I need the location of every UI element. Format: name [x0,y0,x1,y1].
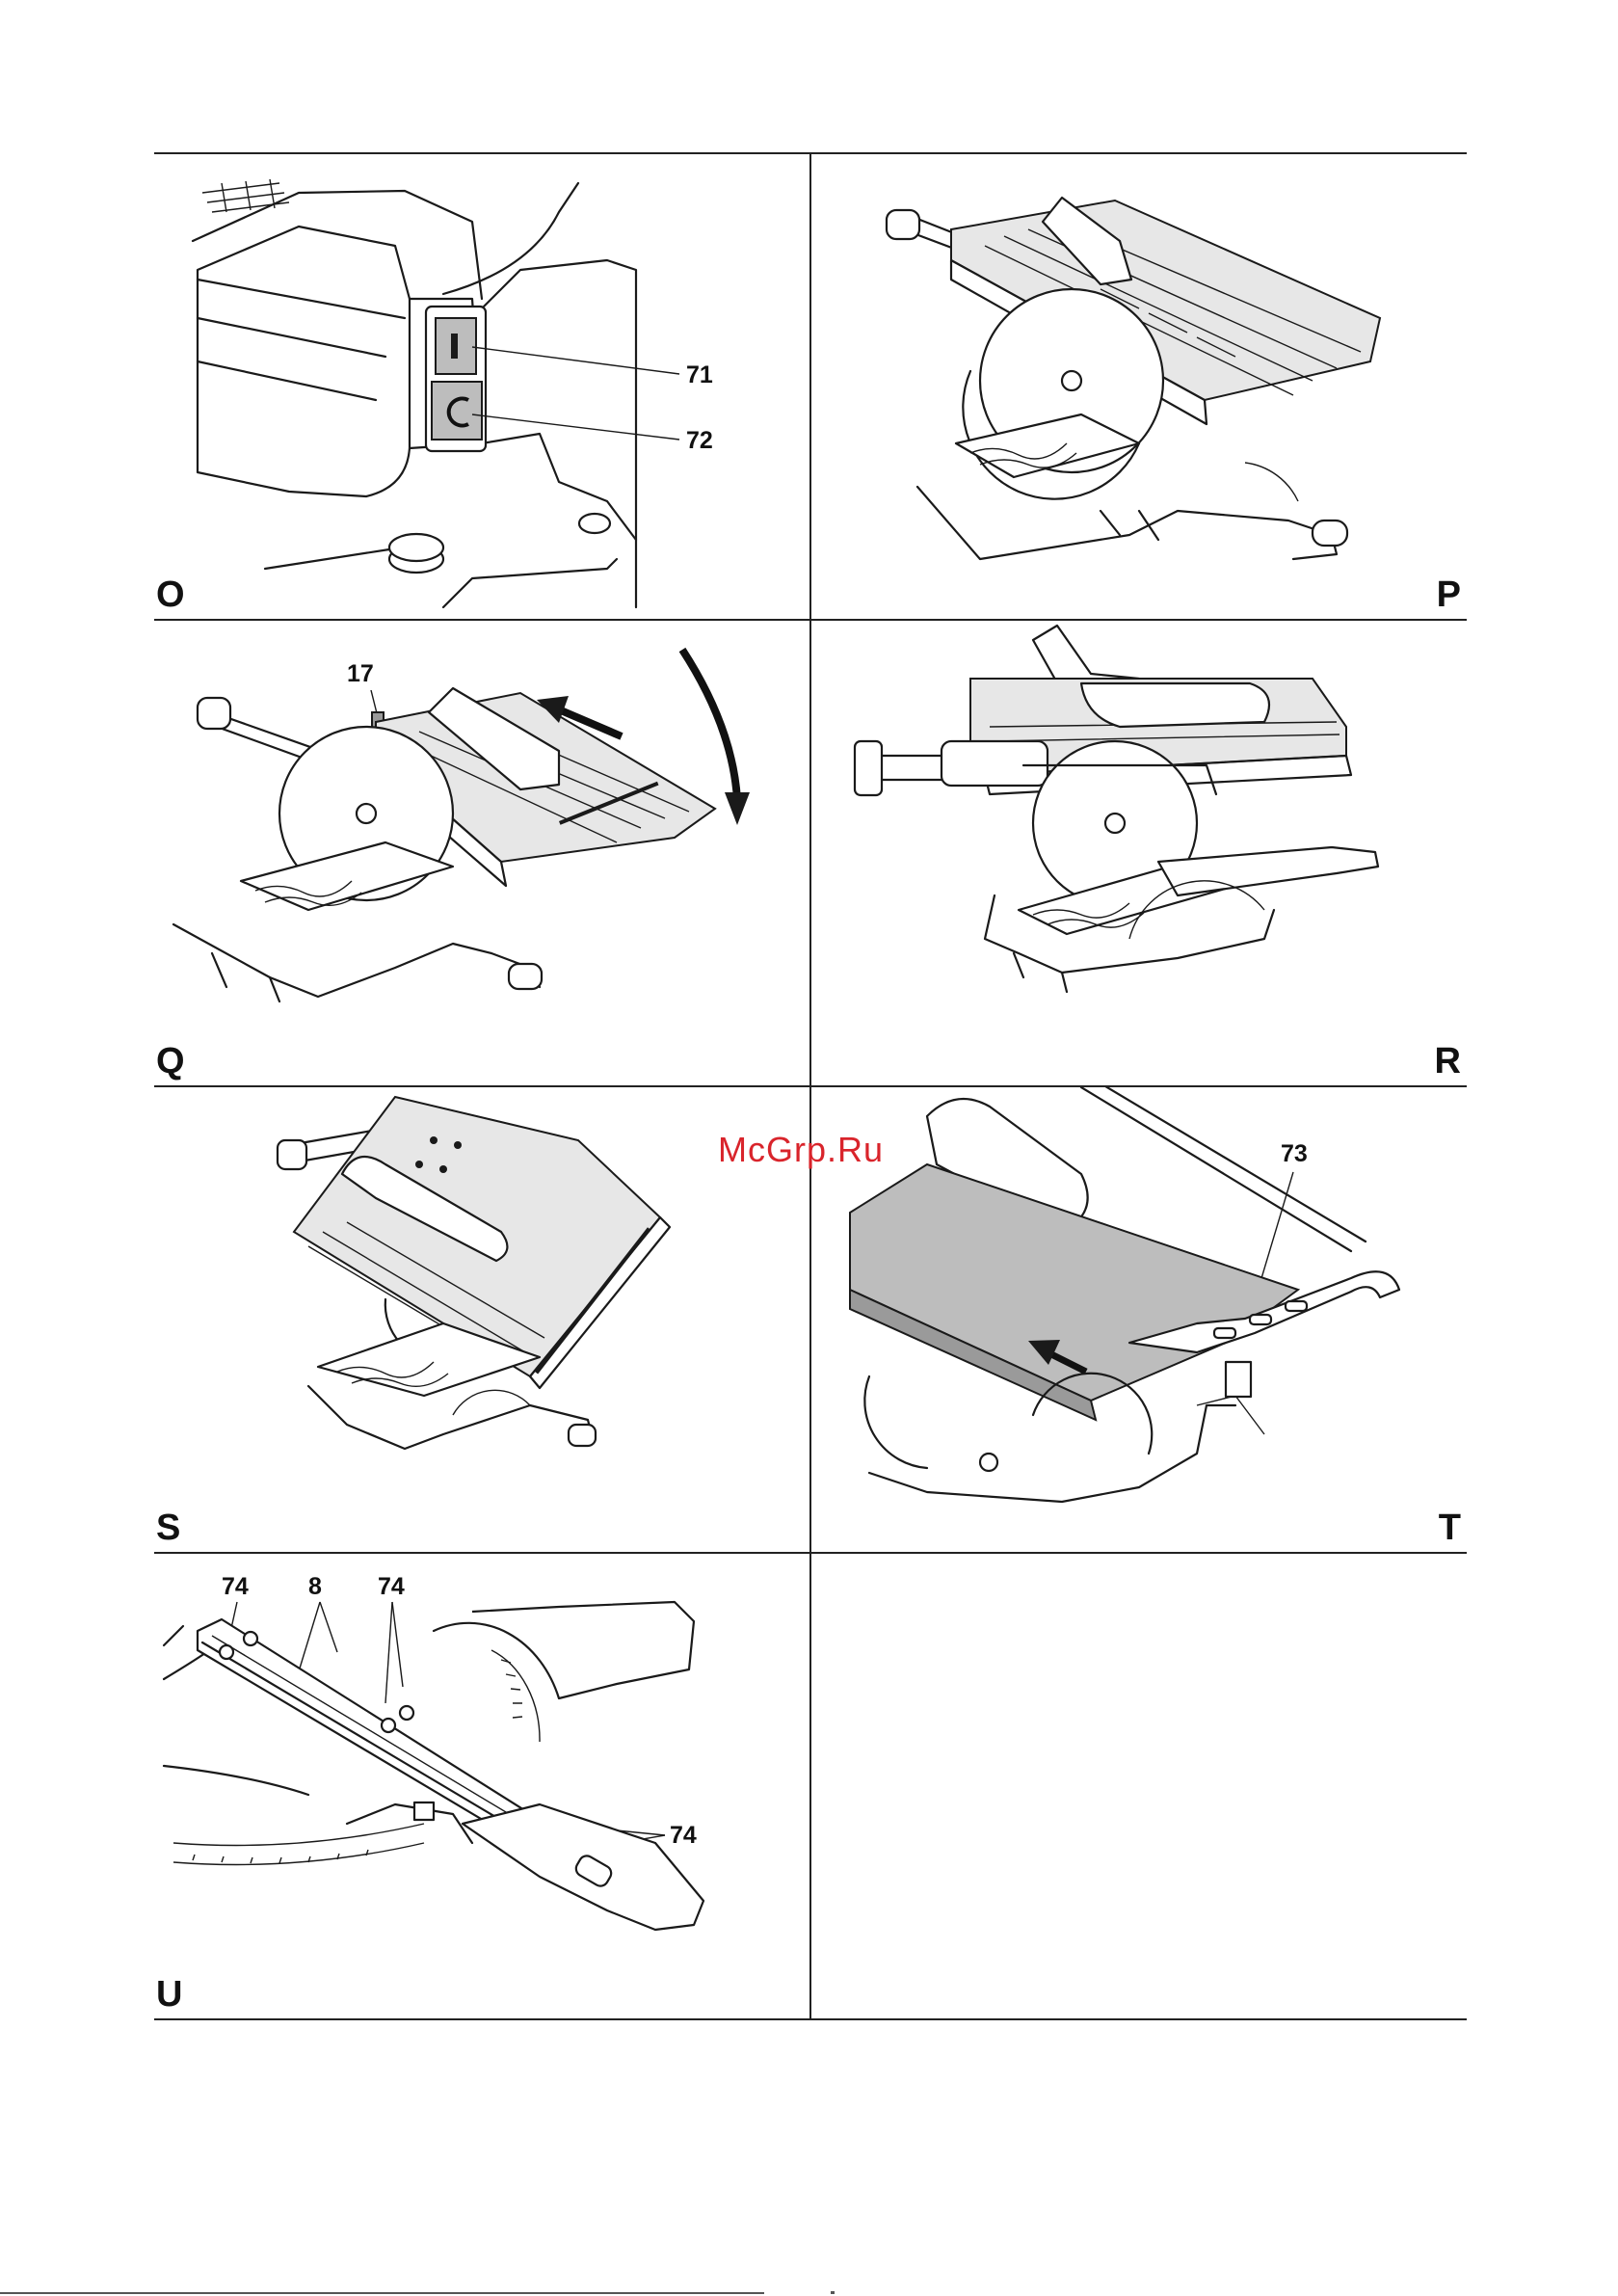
figure-letter-p: P [1437,576,1461,613]
callout-8: 8 [308,1573,322,1600]
callout-74-b: 74 [378,1573,405,1600]
panel-q: 17 [154,621,809,1087]
panel-r: R [811,621,1467,1087]
callout-71: 71 [686,361,713,388]
figure-letter-o: O [156,576,185,613]
figure-letter-s: S [156,1509,180,1546]
figure-saw-side-view [811,621,1467,1087]
watermark-text: McGrp.Ru [718,1130,884,1170]
callout-74-a: 74 [222,1573,249,1600]
panel-u: 74 8 74 74 [154,1554,809,2020]
callout-17: 17 [347,660,374,687]
callout-74-c: 74 [670,1822,697,1849]
figure-table-tilted [154,1087,809,1554]
figure-sheet: 71 72 O [154,152,1467,2020]
figure-push-stick: 73 [811,1087,1467,1554]
figure-switch-closeup: 71 72 [154,154,809,621]
figure-letter-t: T [1439,1509,1461,1546]
callout-72: 72 [686,427,713,454]
panel-t: 73 T [811,1087,1467,1554]
panel-o: 71 72 O [154,154,809,621]
callout-73: 73 [1281,1140,1308,1167]
panel-p: P [811,154,1467,621]
figure-letter-q: Q [156,1043,185,1080]
figure-letter-u: U [156,1976,182,2013]
footer-rule [0,2292,764,2294]
panel-s: S [154,1087,809,1554]
figure-fence-screws: 74 8 74 74 [154,1554,809,2020]
figure-letter-r: R [1435,1043,1461,1080]
figure-saw-table-mode [811,154,1467,621]
figure-table-rotation: 17 [154,621,809,1087]
footer-mark [831,2291,835,2294]
